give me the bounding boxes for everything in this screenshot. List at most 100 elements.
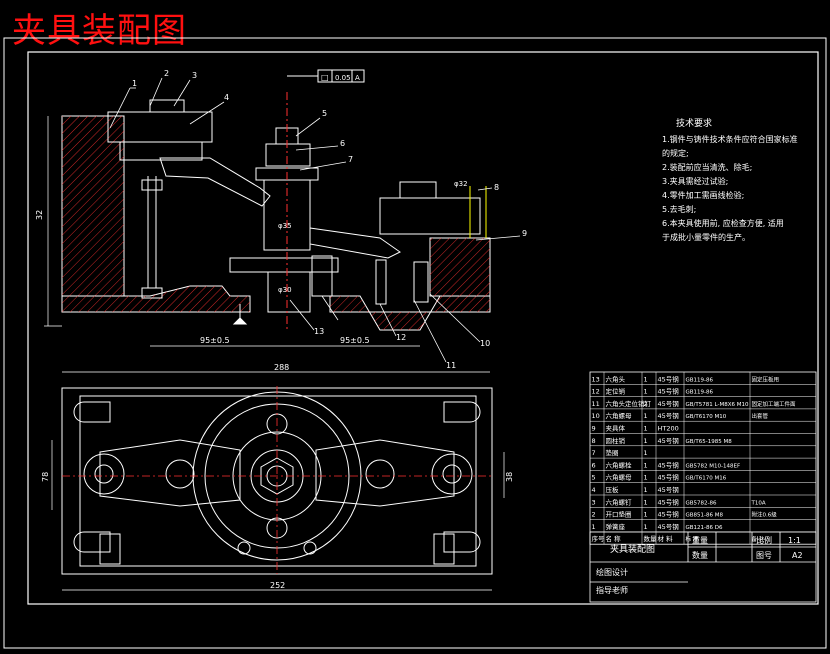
bom-header-no: 序号	[592, 534, 606, 543]
bom-cell-name: 夹具体	[606, 424, 626, 433]
bom-cell-no: 13	[592, 375, 600, 383]
bom-cell-no: 11	[592, 400, 600, 408]
tech-line-5: 4.零件加工需画线检验;	[662, 190, 744, 200]
bom-cell-no: 1	[592, 523, 596, 531]
bom-cell-qty: 1	[644, 425, 648, 433]
bom-cell-qty: 1	[644, 449, 648, 457]
bom-cell-no: 7	[592, 449, 596, 457]
dim-dia-1: φ35	[278, 222, 292, 230]
lever-arm	[159, 157, 271, 207]
bom-cell-mat: HT200	[658, 425, 679, 433]
tech-line-3: 2.装配前应当清洗、除毛;	[662, 162, 752, 172]
tech-line-1: 1.钢件与铸件技术条件应符合国家标准	[662, 134, 798, 144]
bom-cell-no: 3	[592, 498, 596, 506]
tech-heading: 技术要求	[676, 117, 712, 129]
tb-sheet-label: 图号	[756, 551, 772, 560]
balloon-1: 1	[132, 79, 137, 88]
bom-cell-std: GB5782 M10-148EF	[686, 463, 741, 469]
bom-cell-no: 4	[592, 486, 596, 494]
tb-drawing-name: 夹具装配图	[610, 543, 655, 555]
bom-cell-no: 6	[592, 461, 596, 469]
bom-cell-no: 12	[592, 388, 600, 396]
bom-cell-std: GB121-86 D6	[686, 525, 723, 531]
bom-cell-mat: 45号钢	[658, 388, 680, 396]
bom-cell-qty: 1	[644, 388, 648, 396]
bom-cell-note: 固定压板用	[752, 375, 780, 383]
bom-cell-mat: 45号钢	[658, 437, 680, 445]
bom-header-qty: 数量	[644, 534, 658, 543]
tb-weight-label: 重量	[692, 535, 708, 545]
dim-width-left: 78	[41, 472, 50, 482]
tb-scale-label: 比例	[756, 535, 772, 545]
bom-cell-name: 六角螺母	[606, 411, 633, 420]
bom-cell-mat: 45号钢	[658, 474, 680, 482]
tb-sheet-value: A2	[792, 551, 803, 560]
title-block	[589, 531, 817, 603]
top-dimensions	[51, 440, 505, 591]
balloon-13: 13	[314, 327, 324, 336]
tb-reviewer: 指导老师	[596, 585, 628, 595]
bom-cell-std: GB/T5781 L-M8X6 M10	[686, 402, 749, 408]
bom-cell-qty: 2	[644, 400, 648, 408]
bom-cell-note: 附注0.6级	[752, 511, 778, 519]
bom-cell-name: 六角螺钉	[606, 497, 633, 506]
bom-cell-note: T10A	[751, 500, 766, 506]
bom-cell-std: GB/T65-1985 M8	[686, 439, 733, 445]
bom-cell-name: 圆柱销	[606, 436, 626, 445]
balloon-7: 7	[348, 155, 353, 164]
balloon-labels: 1 2 3 4 5 6 7 8 9 10 11 12 13	[132, 69, 527, 370]
dim-right: 95±0.5	[340, 336, 370, 345]
top-dim-text: 252 78 38	[41, 472, 514, 590]
bom-cell-qty: 1	[644, 486, 648, 494]
bom-cell-name: 垫圈	[606, 448, 619, 457]
bom-cell-name: 开口垫圈	[606, 510, 632, 519]
bom-cell-mat: 45号钢	[658, 523, 680, 531]
dim-total-top: 252	[270, 581, 285, 590]
bom-cell-std: GB119-86	[686, 377, 714, 383]
bom-cell-qty: 1	[644, 511, 648, 519]
balloon-8: 8	[494, 183, 499, 192]
bom-cell-qty: 1	[644, 375, 648, 383]
balloon-9: 9	[522, 229, 527, 238]
dim-height-left: 32	[35, 210, 44, 220]
inner-border	[27, 51, 819, 605]
balloon-2: 2	[164, 69, 169, 78]
dim-slot: φ32	[454, 180, 468, 188]
bom-cell-qty: 1	[644, 523, 648, 531]
front-dim-text: 32 95±0.5 95±0.5 288 φ35 φ30 φ32	[35, 180, 468, 372]
bom-cell-name: 六角头定位销钉	[606, 399, 652, 408]
tb-qty-label: 数量	[692, 550, 708, 560]
flatness-value: 0.05	[335, 74, 351, 82]
dim-width-right: 38	[505, 472, 514, 482]
bom-cell-mat: 45号钢	[658, 412, 680, 420]
bom-header-std: 标 准	[686, 535, 699, 543]
bom-header-mat: 材 料	[658, 534, 674, 543]
tech-line-4: 3.夹具需经过试验;	[662, 176, 728, 186]
bom-cell-name: 压板	[606, 485, 620, 494]
front-dimensions	[44, 116, 490, 373]
bom-cell-name: 六角螺母	[606, 473, 633, 482]
outer-border	[3, 37, 827, 649]
bom-cell-mat: 45号钢	[658, 498, 680, 506]
bom-cell-mat: 45号钢	[658, 375, 680, 383]
tech-line-2: 的规定;	[662, 148, 689, 158]
bom-cell-note: 固定加工端工件面	[752, 400, 797, 408]
bom-cell-std: GB5782-86	[686, 500, 718, 506]
balloon-5: 5	[322, 109, 327, 118]
bom-cell-mat: 45号钢	[658, 461, 680, 469]
dim-total-front: 288	[274, 363, 289, 372]
bom-cell-qty: 1	[644, 474, 648, 482]
flatness-symbol: □	[321, 73, 329, 82]
bom-cell-no: 9	[592, 425, 596, 433]
bom-cell-qty: 1	[644, 498, 648, 506]
dim-left: 95±0.5	[200, 336, 230, 345]
balloon-6: 6	[340, 139, 345, 148]
bom-cell-std: GB119-86	[686, 390, 714, 396]
bom-cell-qty: 1	[644, 437, 648, 445]
bom-cell-std: GB/T6170 M16	[686, 476, 727, 482]
balloon-3: 3	[192, 71, 197, 80]
bom-cell-name: 六角头	[606, 374, 626, 383]
balloon-4: 4	[224, 93, 229, 102]
flatness-datum: A	[355, 74, 360, 82]
